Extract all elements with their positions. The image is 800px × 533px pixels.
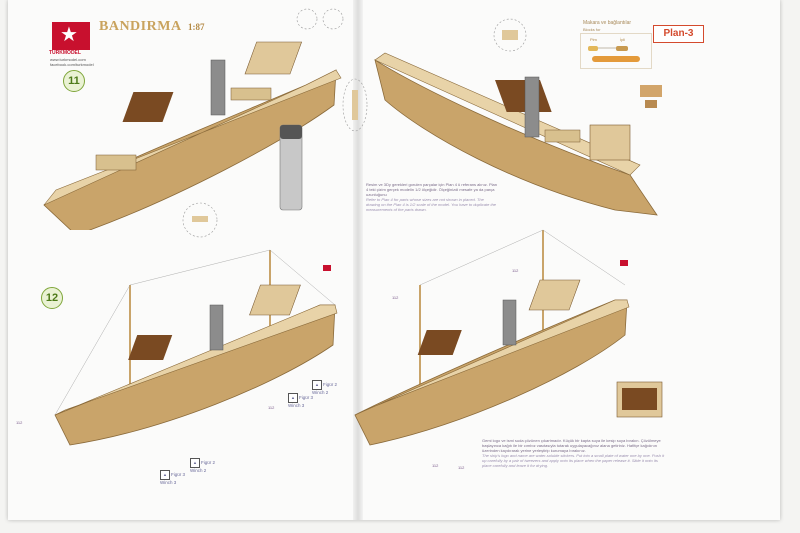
funnel-detail: [279, 124, 303, 211]
winch-icon: ▲: [160, 470, 170, 480]
winch-icon: ▲: [190, 458, 200, 468]
step-11-badge: 11: [63, 70, 85, 92]
part-detail-82a: [342, 78, 368, 132]
note-plan4-reference: Resim ve 3Dy gerekleri gorulen parçalar …: [366, 182, 498, 212]
part-ref-112-d: 112: [512, 268, 519, 273]
brand-web: www.turkmodel.com facebook.com/turkmodel: [50, 57, 94, 67]
part-detail-top: [296, 8, 344, 30]
part-detail-winch: [493, 18, 527, 52]
legend-label-ipli: İpli: [620, 37, 626, 42]
model-title: BANDIRMA: [99, 19, 182, 34]
ship-step-12-view-2: [354, 229, 630, 446]
legend-title: Makara ve bağlantılar: [583, 20, 632, 26]
part-ref-112-e: 112: [432, 463, 439, 468]
winch-icon: ▲: [312, 380, 322, 390]
brand-logo: [52, 22, 90, 50]
step-12-badge: 12: [41, 287, 63, 309]
part-detail-93: [182, 202, 218, 238]
note-plan4-en: Refer to Plan 4 for parts whose sizes ar…: [366, 197, 497, 212]
website-link: www.turkmodel.com: [50, 57, 86, 62]
ship-step-11: [43, 41, 342, 230]
part-detail-86: [640, 85, 662, 108]
legend-label-pim: Pim: [590, 37, 597, 42]
legend-box: [580, 33, 652, 69]
part-ref-112-c: 112: [392, 295, 399, 300]
ship-step-12: [54, 249, 338, 446]
note-decal-instructions: Gemi logo ve ismi suda çözünen çıkartmad…: [482, 438, 667, 468]
note-plan4-tr: Resim ve 3Dy gerekleri gorulen parçalar …: [366, 182, 497, 197]
part-ref-112-f: 112: [458, 465, 465, 470]
legend-blocks-illustration: [588, 46, 640, 62]
legend-subtitle: Blocks for: [583, 27, 601, 32]
model-scale: 1:87: [188, 22, 205, 32]
ship-step-11-view-2: [374, 52, 658, 216]
brand-name: TÜRKMODEL: [49, 50, 81, 56]
facebook-link: facebook.com/turkmodel: [50, 62, 94, 67]
winch-icon: ▲: [288, 393, 298, 403]
plan-label: Plan-3: [653, 25, 704, 43]
part-ref-112-b: 112: [268, 405, 275, 410]
part-ref-112-a: 112: [16, 420, 23, 425]
cabin-detail: [616, 381, 663, 418]
note-decal-en: The ship's logo and name are water-solub…: [482, 453, 665, 468]
page-fold: [353, 0, 363, 520]
star-icon: ★: [60, 24, 78, 46]
note-decal-tr: Gemi logo ve ismi suda çözünen çıkartmad…: [482, 438, 661, 453]
